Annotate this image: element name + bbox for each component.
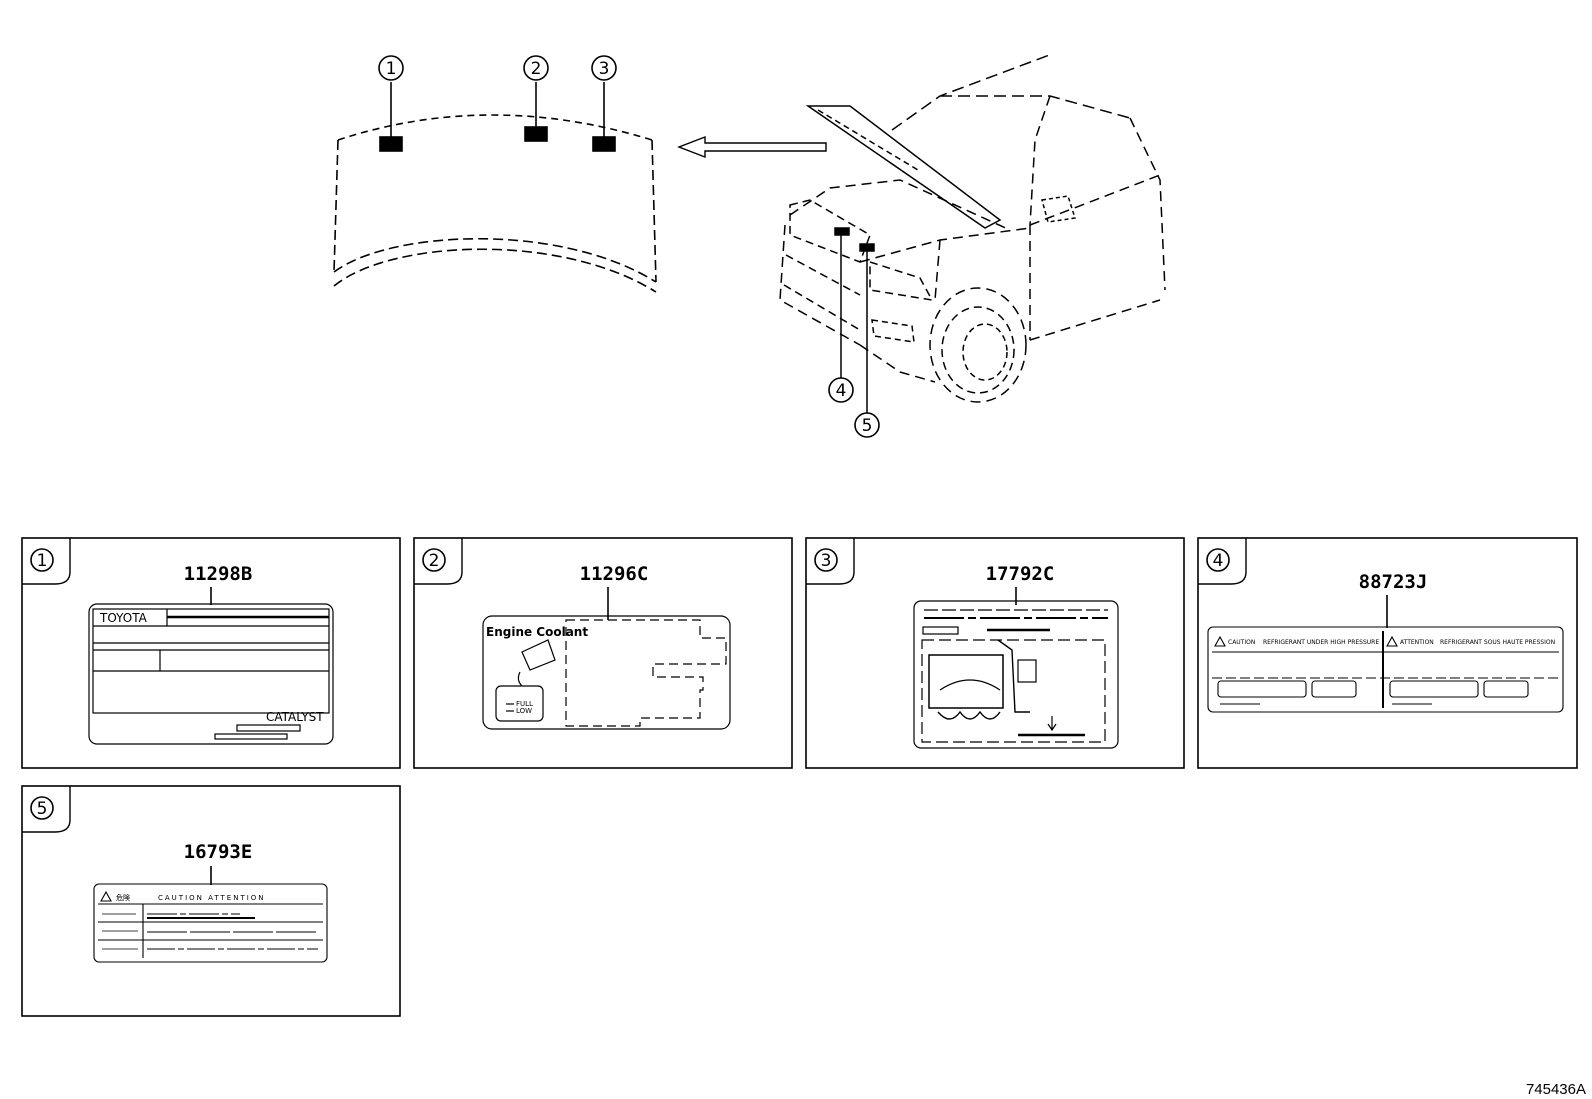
panel-5: 5 16793E 危険 CAUTION ATTENTION: [21, 785, 401, 1017]
label-location-marker-4: [834, 227, 850, 236]
part-number: 88723J: [1359, 571, 1428, 593]
label-location-marker-2: [524, 126, 548, 142]
svg-text:CAUTION: CAUTION: [1228, 639, 1255, 646]
label-location-marker-1: [379, 136, 403, 152]
callout-3: 3: [591, 55, 617, 81]
label-illustration: 危険 CAUTION ATTENTION: [93, 883, 328, 963]
panel-number: 2: [429, 551, 440, 571]
label-location-marker-5: [859, 243, 875, 252]
label-illustration: [913, 600, 1119, 749]
vehicle-drawing: [779, 53, 1166, 413]
panel-number: 3: [821, 551, 832, 571]
part-number: 11296C: [580, 563, 649, 585]
callout-4: 4: [828, 377, 854, 403]
svg-text:1: 1: [386, 59, 397, 79]
arrow-icon: [677, 135, 827, 159]
svg-text:Engine Coolant: Engine Coolant: [486, 625, 588, 639]
panel-2: 2 11296C Engine Coolant FULL LOW: [413, 537, 793, 769]
label-location-marker-3: [592, 136, 616, 152]
panel-number: 4: [1213, 551, 1224, 571]
svg-text:REFRIGERANT UNDER HIGH PRESSUR: REFRIGERANT UNDER HIGH PRESSURE: [1263, 639, 1379, 646]
svg-text:FULL: FULL: [516, 700, 533, 708]
svg-text:3: 3: [599, 59, 610, 79]
callout-1: 1: [378, 55, 404, 81]
panel-number: 5: [37, 799, 48, 819]
part-number: 17792C: [986, 563, 1055, 585]
label-illustration: Engine Coolant FULL LOW: [482, 615, 731, 730]
panel-number: 1: [37, 551, 48, 571]
hood-drawing: [333, 82, 657, 293]
svg-text:CAUTION ATTENTION: CAUTION ATTENTION: [158, 894, 266, 902]
svg-text:CATALYST: CATALYST: [266, 710, 324, 724]
callout-5: 5: [854, 412, 880, 438]
diagram-reference-number: 745436A: [1526, 1081, 1586, 1098]
svg-text:危険: 危険: [116, 893, 130, 902]
label-illustration: CAUTION REFRIGERANT UNDER HIGH PRESSURE …: [1207, 626, 1564, 713]
panel-4: 4 88723J CAUTION REFRIGERANT UNDER HIGH …: [1197, 537, 1578, 769]
callout-2: 2: [523, 55, 549, 81]
svg-text:REFRIGERANT SOUS HAUTE PRESSIO: REFRIGERANT SOUS HAUTE PRESSION: [1440, 639, 1555, 646]
svg-text:4: 4: [836, 381, 847, 401]
svg-text:TOYOTA: TOYOTA: [99, 611, 148, 625]
svg-text:2: 2: [531, 59, 542, 79]
part-number: 16793E: [184, 841, 253, 863]
part-number: 11298B: [184, 563, 253, 585]
panel-3: 3 17792C: [805, 537, 1185, 769]
label-illustration: TOYOTA CATALYST: [88, 603, 334, 745]
svg-text:ATTENTION: ATTENTION: [1400, 639, 1434, 646]
svg-text:LOW: LOW: [516, 707, 532, 715]
panel-1: 1 11298B TOYOTA CATALYST: [21, 537, 401, 769]
svg-text:5: 5: [862, 416, 873, 436]
